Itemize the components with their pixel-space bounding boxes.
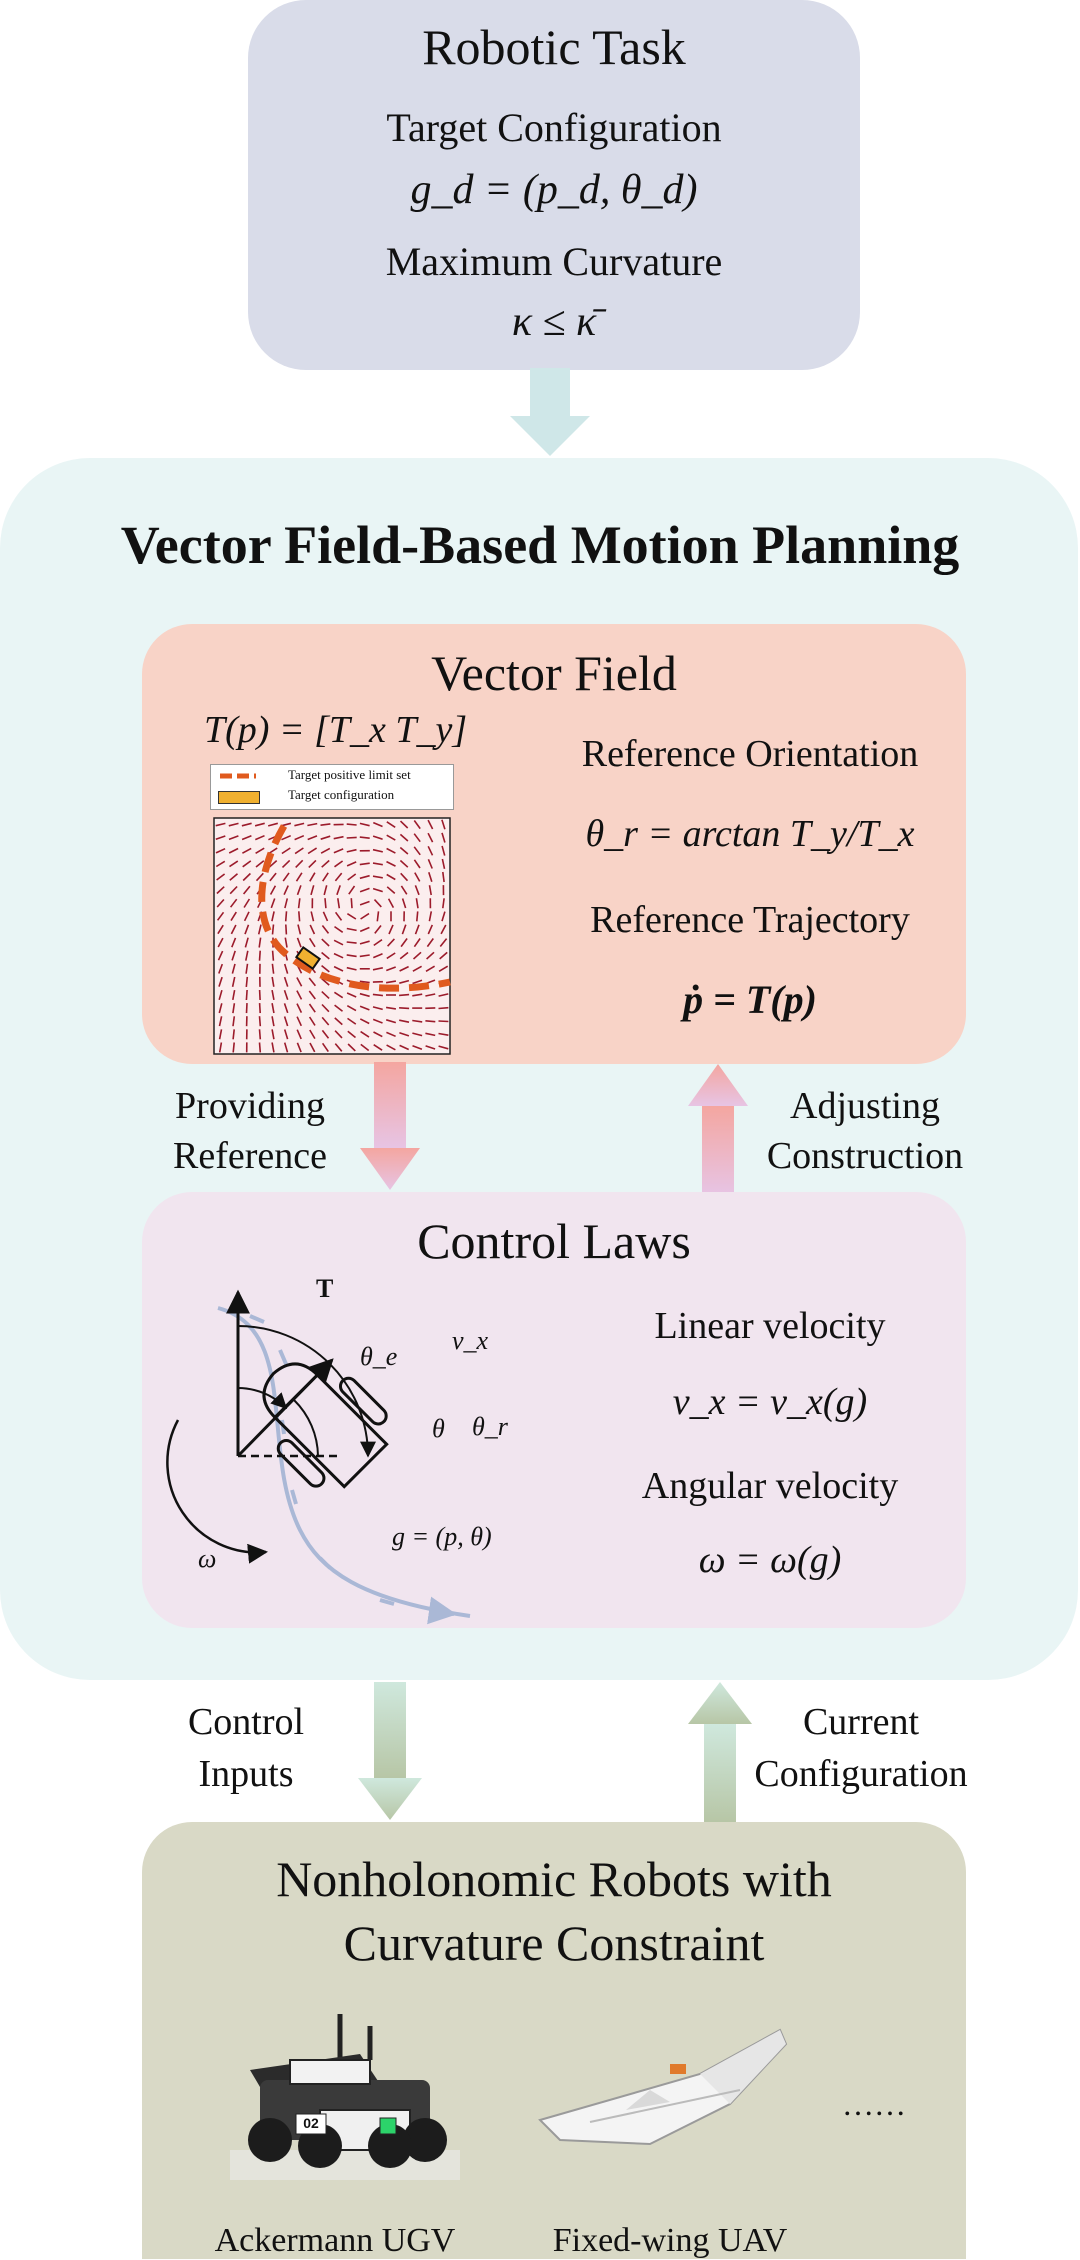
field-arrow [233, 1029, 234, 1039]
field-arrow [246, 990, 247, 1000]
uav-image [530, 2010, 790, 2160]
field-arrow [347, 824, 357, 825]
adjusting-construction-label-1: Adjusting [740, 1084, 990, 1128]
reference-trajectory-label: Reference Trajectory [540, 898, 960, 942]
field-arrow [299, 911, 300, 921]
field-arrow [351, 898, 352, 908]
control-inputs-arrow [358, 1682, 422, 1822]
configuration-label: g = (p, θ) [392, 1522, 492, 1552]
reference-orientation-formula: θ_r = arctan T_y/T_x [540, 812, 960, 856]
robots-title-line-2: Curvature Constraint [142, 1914, 966, 1972]
angular-velocity-formula: ω = ω(g) [580, 1538, 960, 1582]
vx-axis-label: v_x [452, 1326, 488, 1356]
field-arrow [286, 911, 287, 921]
reference-path [218, 1308, 470, 1616]
tangent-label: T [316, 1274, 333, 1304]
robotic-task-title: Robotic Task [248, 18, 860, 76]
reference-orientation-label: Reference Orientation [540, 732, 960, 776]
theta-label: θ [432, 1414, 445, 1444]
theta-r-label: θ_r [472, 1412, 508, 1442]
providing-reference-label-2: Reference [130, 1134, 370, 1178]
adjusting-construction-arrow [688, 1064, 748, 1194]
field-formula: T(p) = [T_x T_y] [204, 708, 467, 752]
current-configuration-label-2: Configuration [730, 1752, 992, 1796]
max-curvature-formula: κ ≤ κ̄ [248, 298, 860, 346]
target-configuration-label: Target Configuration [248, 104, 860, 151]
field-arrow [246, 977, 247, 987]
field-arrow [273, 951, 274, 961]
target-config-legend-swatch [218, 791, 260, 804]
motion-planning-title: Vector Field-Based Motion Planning [0, 514, 1080, 576]
field-arrow [286, 925, 287, 935]
field-arrow [325, 898, 326, 908]
providing-reference-label-1: Providing [130, 1084, 370, 1128]
task-to-planning-arrow [510, 368, 590, 458]
control-inputs-label-2: Inputs [130, 1752, 362, 1796]
reference-trajectory-formula: ṗ = T(p) [540, 976, 960, 1023]
field-arrow [439, 1021, 449, 1022]
max-curvature-label: Maximum Curvature [248, 238, 860, 285]
robots-title-line-1: Nonholonomic Robots with [142, 1850, 966, 1908]
theta-e-label: θ_e [360, 1342, 397, 1372]
vector-field-title: Vector Field [142, 644, 966, 702]
field-arrow [399, 995, 409, 996]
field-arrow [417, 911, 418, 921]
current-configuration-label-1: Current [730, 1700, 992, 1744]
vector-field-plot [214, 818, 450, 1054]
ugv-image [230, 2000, 460, 2180]
limit-set-legend-line [218, 771, 258, 781]
ugv-label: Ackermann UGV [190, 2222, 480, 2260]
field-arrow [260, 951, 261, 961]
target-configuration-formula: g_d = (p_d, θ_d) [248, 166, 860, 214]
more-robots-ellipsis: …… [842, 2086, 906, 2123]
omega-label: ω [198, 1544, 216, 1574]
control-laws-title: Control Laws [142, 1212, 966, 1270]
field-arrow [273, 925, 274, 935]
control-inputs-label-1: Control [130, 1700, 362, 1744]
field-arrow [399, 1008, 409, 1009]
field-arrow [260, 1003, 261, 1013]
field-arrow [260, 1043, 261, 1053]
field-arrow [260, 1029, 261, 1039]
control-diagram [190, 1270, 550, 1620]
linear-velocity-formula: v_x = v_x(g) [580, 1380, 960, 1424]
field-arrow [425, 1021, 435, 1022]
legend-limit-set-label: Target positive limit set [288, 767, 411, 783]
field-arrow [260, 990, 261, 1000]
field-arrow [233, 1043, 234, 1053]
uav-label: Fixed-wing UAV [520, 2222, 820, 2260]
field-arrow [439, 1008, 449, 1009]
angular-velocity-label: Angular velocity [580, 1464, 960, 1508]
linear-velocity-label: Linear velocity [580, 1304, 960, 1348]
field-arrow [347, 942, 357, 943]
legend-target-config-label: Target configuration [288, 787, 394, 803]
field-arrow [260, 1016, 261, 1026]
field-arrow [347, 837, 357, 838]
adjusting-construction-label-2: Construction [740, 1134, 990, 1178]
ugv-plate: 02 [296, 2115, 326, 2131]
field-arrow [360, 837, 370, 838]
field-arrow [247, 1003, 248, 1013]
